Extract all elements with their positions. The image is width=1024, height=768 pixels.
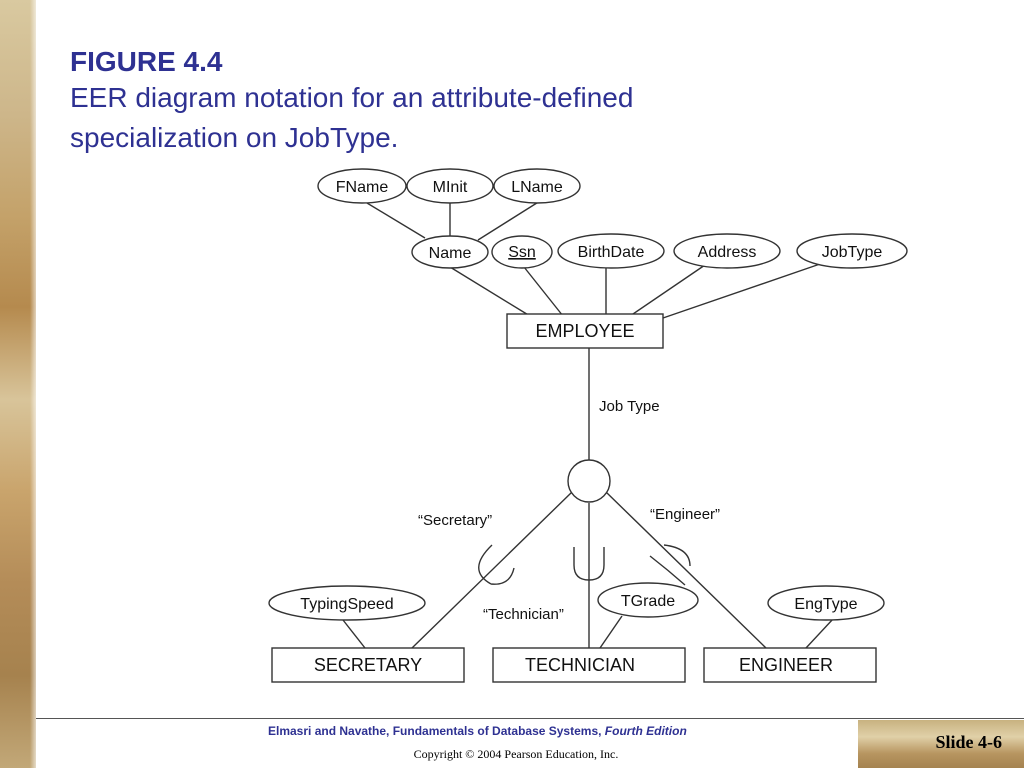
line-typingspeed-secretary (342, 619, 366, 649)
footer-authors-title: Elmasri and Navathe, Fundamentals of Dat… (268, 724, 602, 738)
attribute-tgrade-ellipse (597, 582, 699, 618)
figure-caption: EER diagram notation for an attribute-de… (70, 82, 634, 153)
subset-symbol-engineer (649, 544, 691, 586)
engineer-value-label: “Engineer” (650, 506, 720, 523)
attribute-lname: LName (511, 179, 563, 196)
entity-employee: EMPLOYEE (535, 321, 634, 341)
attribute-name: Name (429, 245, 472, 262)
line-lname-name (477, 200, 541, 241)
attribute-address: Address (698, 244, 757, 261)
decorative-left-strip (0, 0, 36, 768)
secretary-value-label: “Secretary” (418, 512, 492, 529)
entity-engineer-box (703, 647, 877, 683)
attribute-birthdate: BirthDate (578, 244, 645, 261)
attribute-jobtype-ellipse (796, 233, 908, 269)
attribute-fname: FName (336, 179, 389, 196)
attribute-jobtype: JobType (822, 244, 883, 261)
defining-attribute-label: Job Type (599, 398, 660, 415)
slide-title: FIGURE 4.4 EER diagram notation for an a… (70, 46, 790, 158)
technician-value-label: “Technician” (483, 606, 564, 623)
line-ssn-employee (523, 266, 564, 317)
attribute-engtype: EngType (794, 596, 857, 613)
attribute-fname-ellipse (317, 168, 407, 204)
attribute-minit-ellipse (406, 168, 494, 204)
attribute-ssn-ellipse (491, 235, 553, 269)
line-circle-secretary (411, 491, 573, 649)
attribute-typingspeed-ellipse (268, 585, 426, 621)
footer-edition: Fourth Edition (604, 724, 687, 738)
attribute-birthdate-ellipse (557, 233, 665, 269)
footer-divider (36, 718, 1024, 719)
attribute-minit: MInit (433, 179, 468, 196)
entity-secretary: SECRETARY (314, 655, 422, 675)
line-name-employee (449, 266, 531, 317)
line-fname-name (361, 199, 426, 239)
attribute-typingspeed: TypingSpeed (300, 596, 393, 613)
attribute-lname-ellipse (493, 168, 581, 204)
attribute-name-ellipse (411, 235, 489, 269)
copyright-text: Copyright © 2004 Pearson Education, Inc. (413, 747, 619, 761)
copyright-notice: Copyright © 2004 Pearson Education, Inc. (0, 747, 1024, 762)
footer-book-title: Elmasri and Navathe, Fundamentals of Dat… (268, 724, 687, 738)
subset-symbol-secretary (478, 544, 515, 585)
figure-label: FIGURE 4.4 (70, 46, 223, 77)
line-tgrade-technician (599, 615, 623, 649)
attribute-engtype-ellipse (767, 585, 885, 621)
slide-number-box: Slide 4-6 (858, 720, 1024, 768)
line-address-employee (629, 264, 706, 317)
line-jobtype-employee (662, 263, 821, 319)
attribute-ssn-key: Ssn (508, 244, 536, 261)
line-engtype-engineer (805, 618, 834, 649)
subset-symbol-technician (573, 547, 605, 581)
line-circle-engineer (605, 491, 767, 649)
specialization-circle (567, 459, 611, 503)
entity-employee-box (506, 313, 664, 349)
entity-technician-box (492, 647, 686, 683)
attribute-tgrade: TGrade (621, 593, 675, 610)
attribute-address-ellipse (673, 233, 781, 269)
entity-engineer: ENGINEER (739, 655, 833, 675)
entity-secretary-box (271, 647, 465, 683)
entity-technician: TECHNICIAN (525, 655, 635, 675)
slide-number: Slide 4-6 (935, 732, 1002, 752)
